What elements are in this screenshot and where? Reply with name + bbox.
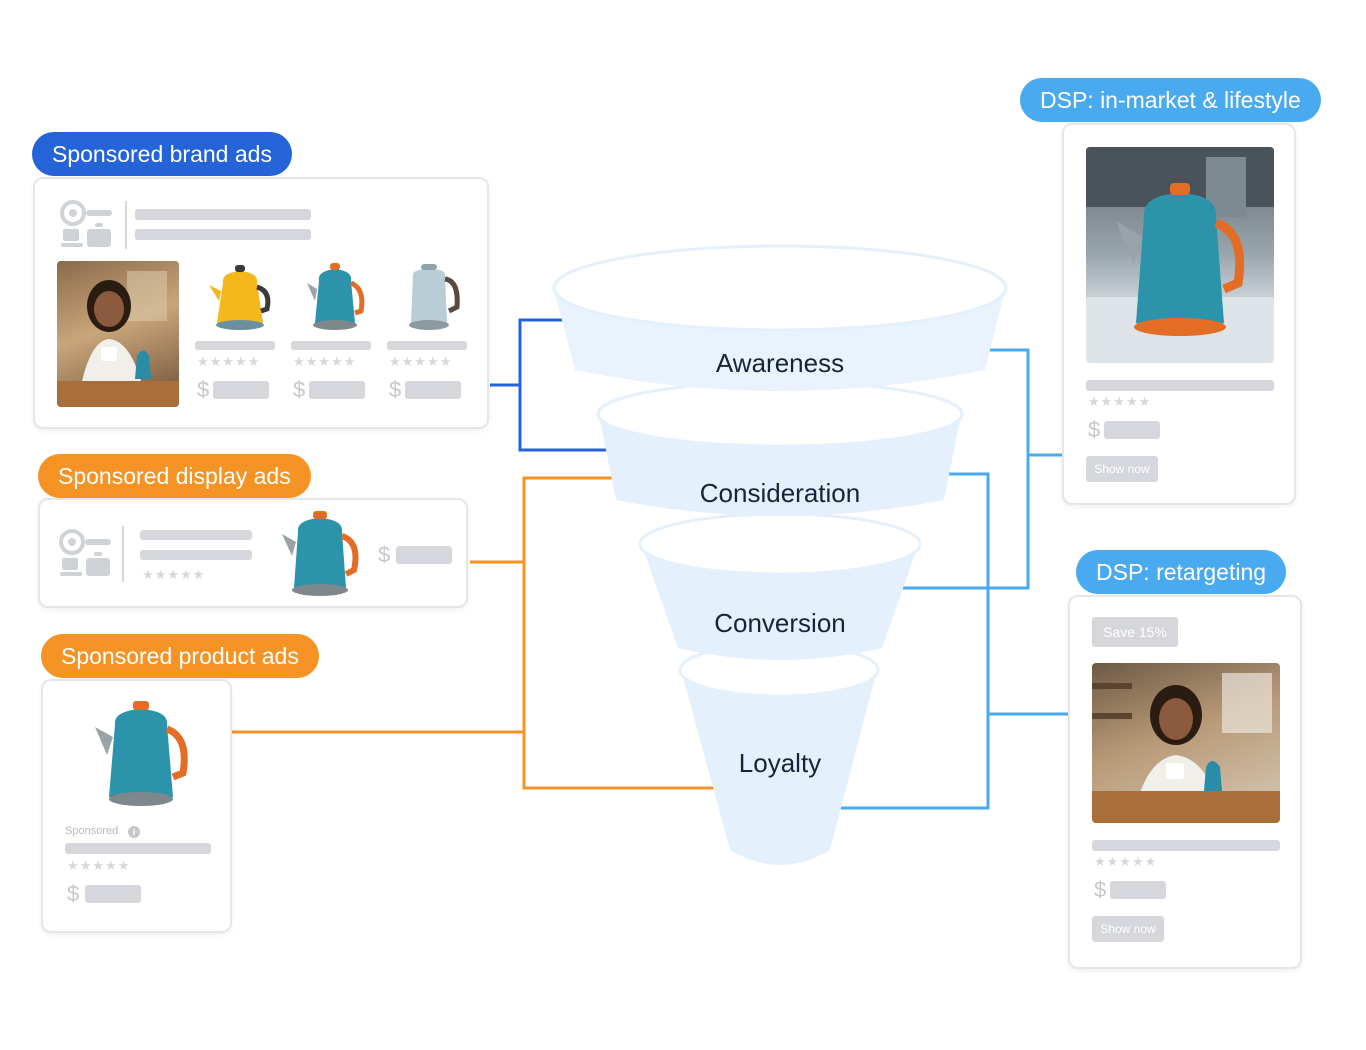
kitchenware-logo-icon	[60, 200, 112, 247]
sponsored-display-ads-pill: Sponsored display ads	[38, 454, 311, 498]
discount-badge: Save 15%	[1092, 617, 1178, 647]
headline-placeholder	[135, 229, 311, 240]
price-placeholder	[213, 381, 269, 399]
rating-stars: ★★★★★	[389, 354, 453, 369]
dsp-in-market-pill: DSP: in-market & lifestyle	[1020, 78, 1321, 122]
rating-stars: ★★★★★	[142, 567, 206, 582]
currency-symbol: $	[1088, 417, 1101, 442]
sponsored-display-ads-card: ★★★★★ $	[38, 498, 468, 608]
funnel-label-conversion: Conversion	[714, 608, 846, 638]
headline-placeholder	[140, 530, 252, 540]
dsp-in-market-card: ★★★★★ $ Show now	[1062, 123, 1296, 505]
dsp-retargeting-pill: DSP: retargeting	[1076, 550, 1287, 594]
title-placeholder	[195, 341, 275, 350]
sponsored-brand-ads-pill: Sponsored brand ads	[32, 132, 292, 176]
divider	[122, 526, 124, 582]
funnel-label-consideration: Consideration	[699, 478, 861, 508]
kettle-icon	[409, 264, 460, 330]
title-placeholder	[1092, 840, 1280, 851]
kettle-icon	[307, 263, 365, 330]
sponsored-product-ads-pill: Sponsored product ads	[41, 634, 319, 678]
price-placeholder	[309, 381, 365, 399]
currency-symbol: $	[378, 542, 391, 567]
kettle-icon	[282, 511, 359, 596]
funnel-stage-conversion	[638, 512, 922, 660]
headline-placeholder	[135, 209, 311, 220]
price-placeholder	[405, 381, 461, 399]
headline-placeholder	[140, 550, 252, 560]
kettle-icon	[95, 701, 188, 806]
funnel-stage-awareness	[552, 244, 1008, 391]
connector-display-product	[232, 476, 760, 790]
connector-dsp-in-market	[880, 348, 1062, 590]
currency-symbol: $	[1094, 877, 1107, 902]
rating-stars: ★★★★★	[1094, 854, 1158, 869]
rating-stars: ★★★★★	[67, 858, 131, 873]
title-placeholder	[1086, 380, 1274, 391]
funnel-label-awareness: Awareness	[715, 348, 845, 378]
dsp-retargeting-card: Save 15% ★★★★★ $ Show now	[1068, 595, 1302, 969]
price-placeholder	[1110, 881, 1166, 899]
sponsored-label: Sponsored	[65, 825, 119, 837]
person-photo-icon	[1092, 663, 1280, 823]
price-placeholder	[85, 885, 141, 903]
kettle-icon	[209, 265, 271, 330]
connector-brand-ads	[490, 318, 640, 452]
info-icon[interactable]: i	[128, 826, 140, 838]
title-placeholder	[387, 341, 467, 350]
kettle-photo	[1086, 147, 1274, 363]
rating-stars: ★★★★★	[293, 354, 357, 369]
show-now-button[interactable]: Show now	[1092, 916, 1164, 942]
sponsored-brand-ads-card: ★★★★★ $ ★★★★★ $ ★★★★★ $	[33, 177, 489, 429]
person-photo-icon	[57, 261, 179, 407]
price-placeholder	[1104, 421, 1160, 439]
price-placeholder	[396, 546, 452, 564]
show-now-button[interactable]: Show now	[1086, 456, 1158, 482]
divider	[125, 201, 127, 249]
currency-symbol: $	[389, 377, 402, 402]
rating-stars: ★★★★★	[197, 354, 261, 369]
rating-stars: ★★★★★	[1088, 394, 1152, 409]
title-placeholder	[65, 843, 211, 854]
sponsored-product-ads-card: Sponsored i ★★★★★ $	[41, 679, 232, 933]
funnel-label-loyalty: Loyalty	[738, 748, 822, 778]
connector-dsp-retargeting	[800, 472, 1068, 810]
title-placeholder	[291, 341, 371, 350]
currency-symbol: $	[197, 377, 210, 402]
funnel-stage-consideration	[596, 380, 964, 516]
currency-symbol: $	[293, 377, 306, 402]
kitchenware-logo-icon	[59, 529, 111, 576]
currency-symbol: $	[67, 881, 80, 906]
